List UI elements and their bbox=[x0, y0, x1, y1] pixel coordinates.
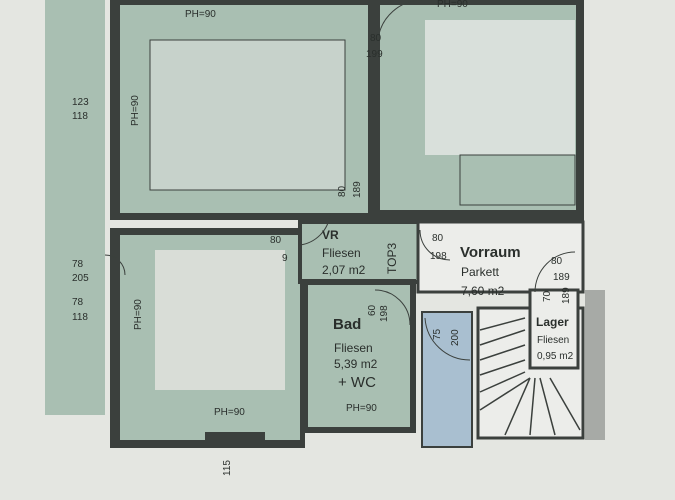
door-height: 198 bbox=[379, 305, 390, 322]
window-bottom bbox=[205, 432, 265, 442]
door-width: 80 bbox=[432, 233, 444, 244]
lager-area: 0,95 m2 bbox=[537, 351, 574, 362]
stair-steps bbox=[479, 317, 581, 436]
lager-name: Lager bbox=[536, 315, 569, 329]
window-height: 118 bbox=[72, 312, 88, 323]
vr-floor: Fliesen bbox=[322, 246, 361, 260]
top-label: TOP3 bbox=[385, 242, 399, 274]
ph-label: PH=90 bbox=[130, 95, 141, 126]
room-lager bbox=[528, 288, 580, 370]
bed-top-left bbox=[149, 39, 346, 191]
ph-label: PH=90 bbox=[214, 407, 245, 418]
ph-label: PH=90 bbox=[185, 9, 216, 20]
door-width: 80 bbox=[270, 235, 282, 246]
door-width: 78 bbox=[72, 259, 84, 270]
bed-foot bbox=[459, 154, 576, 206]
ph-label: PH=90 bbox=[437, 0, 468, 10]
window-width: 123 bbox=[72, 97, 89, 108]
bad-note: + WC bbox=[338, 374, 376, 391]
bad-floor: Fliesen bbox=[334, 341, 373, 355]
vorraum-floor: Parkett bbox=[461, 265, 500, 279]
window-width: 78 bbox=[72, 297, 84, 308]
exterior-left-strip bbox=[45, 0, 105, 415]
door-height: 205 bbox=[72, 273, 89, 284]
door-height: 199 bbox=[366, 49, 383, 60]
bed-top-right bbox=[425, 20, 575, 155]
door-width: 80 bbox=[370, 33, 382, 44]
stair-landing bbox=[421, 311, 473, 448]
door-width: 75 bbox=[432, 328, 443, 340]
room-bad bbox=[302, 279, 416, 433]
window-left-top bbox=[110, 70, 116, 130]
door-height: 198 bbox=[430, 251, 447, 262]
window-height: 118 bbox=[72, 111, 88, 122]
bad-area: 5,39 m2 bbox=[334, 357, 378, 371]
door-width: 80 bbox=[337, 185, 348, 197]
door-width: 60 bbox=[367, 304, 378, 316]
ph-label: PH=90 bbox=[133, 299, 144, 330]
exterior-right-wall bbox=[585, 290, 605, 440]
door-height: 9 bbox=[282, 253, 288, 264]
door-swings bbox=[104, 0, 576, 361]
door-height: 189 bbox=[352, 181, 363, 198]
bed-bedroom bbox=[155, 250, 285, 390]
vr-name: VR bbox=[322, 228, 339, 242]
room-vr bbox=[298, 220, 422, 284]
door-height: 200 bbox=[450, 329, 461, 346]
vorraum-name: Vorraum bbox=[460, 244, 521, 261]
vr-area: 2,07 m2 bbox=[322, 263, 366, 277]
door-width: 80 bbox=[551, 256, 563, 267]
vorraum-area: 7,60 m2 bbox=[461, 284, 505, 298]
bad-name: Bad bbox=[333, 316, 362, 333]
lager-floor: Fliesen bbox=[537, 335, 570, 346]
window-left-bottom bbox=[110, 290, 116, 330]
dimension-label: 115 bbox=[222, 460, 233, 476]
door-width: 70 bbox=[542, 290, 553, 302]
door-height: 189 bbox=[561, 287, 572, 304]
ph-label: PH=90 bbox=[346, 403, 377, 414]
door-height: 189 bbox=[553, 272, 570, 283]
